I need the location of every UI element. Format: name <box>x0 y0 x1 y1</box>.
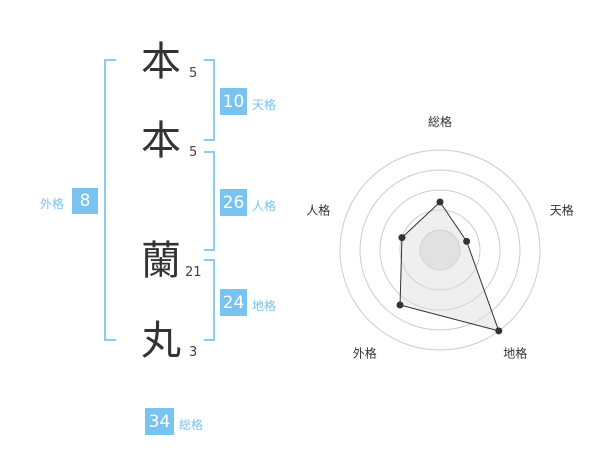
radar-axis-label-2: 天格 <box>550 202 574 217</box>
stroke-count-1: 5 <box>189 66 198 81</box>
tenkaku-badge: 10 <box>220 88 247 115</box>
stroke-count-2: 5 <box>189 145 198 160</box>
chikaku-badge: 24 <box>220 289 247 316</box>
soukaku-label: 総格 <box>179 418 204 432</box>
name-char-2: 本 <box>141 118 181 164</box>
radar-axis-label-3: 地格 <box>503 346 527 361</box>
radar-ring-4 <box>359 169 521 331</box>
jinkaku-bracket <box>204 151 215 251</box>
radar-ring-1 <box>419 229 461 271</box>
radar-ring-2 <box>399 209 481 291</box>
radar-point-4 <box>396 301 404 309</box>
gaikaku-bracket <box>104 59 116 341</box>
radar-point-3 <box>495 327 503 335</box>
radar-point-2 <box>463 237 471 245</box>
jinkaku-badge: 26 <box>220 189 247 216</box>
radar-axis-label-4: 外格 <box>353 346 377 361</box>
radar-point-5 <box>398 234 406 242</box>
stroke-count-3: 21 <box>185 265 202 280</box>
tenkaku-label: 天格 <box>252 98 277 112</box>
stroke-count-4: 3 <box>189 345 198 360</box>
radar-axis-label-1: 総格 <box>428 114 452 129</box>
radar-axis-label-5: 人格 <box>306 202 330 217</box>
gaikaku-badge: 8 <box>72 188 98 214</box>
soukaku-badge: 34 <box>145 408 174 435</box>
name-char-1: 本 <box>141 39 181 85</box>
jinkaku-label: 人格 <box>252 199 277 213</box>
gaikaku-label: 外格 <box>40 197 65 211</box>
chikaku-bracket <box>204 259 215 341</box>
radar-ring-5 <box>339 149 541 351</box>
name-char-3: 蘭 <box>141 238 181 284</box>
chikaku-label: 地格 <box>252 299 277 313</box>
tenkaku-bracket <box>204 59 215 141</box>
radar-area <box>399 201 500 332</box>
name-char-4: 丸 <box>141 318 181 364</box>
radar-ring-3 <box>379 189 501 311</box>
radar-point-1 <box>436 198 444 206</box>
